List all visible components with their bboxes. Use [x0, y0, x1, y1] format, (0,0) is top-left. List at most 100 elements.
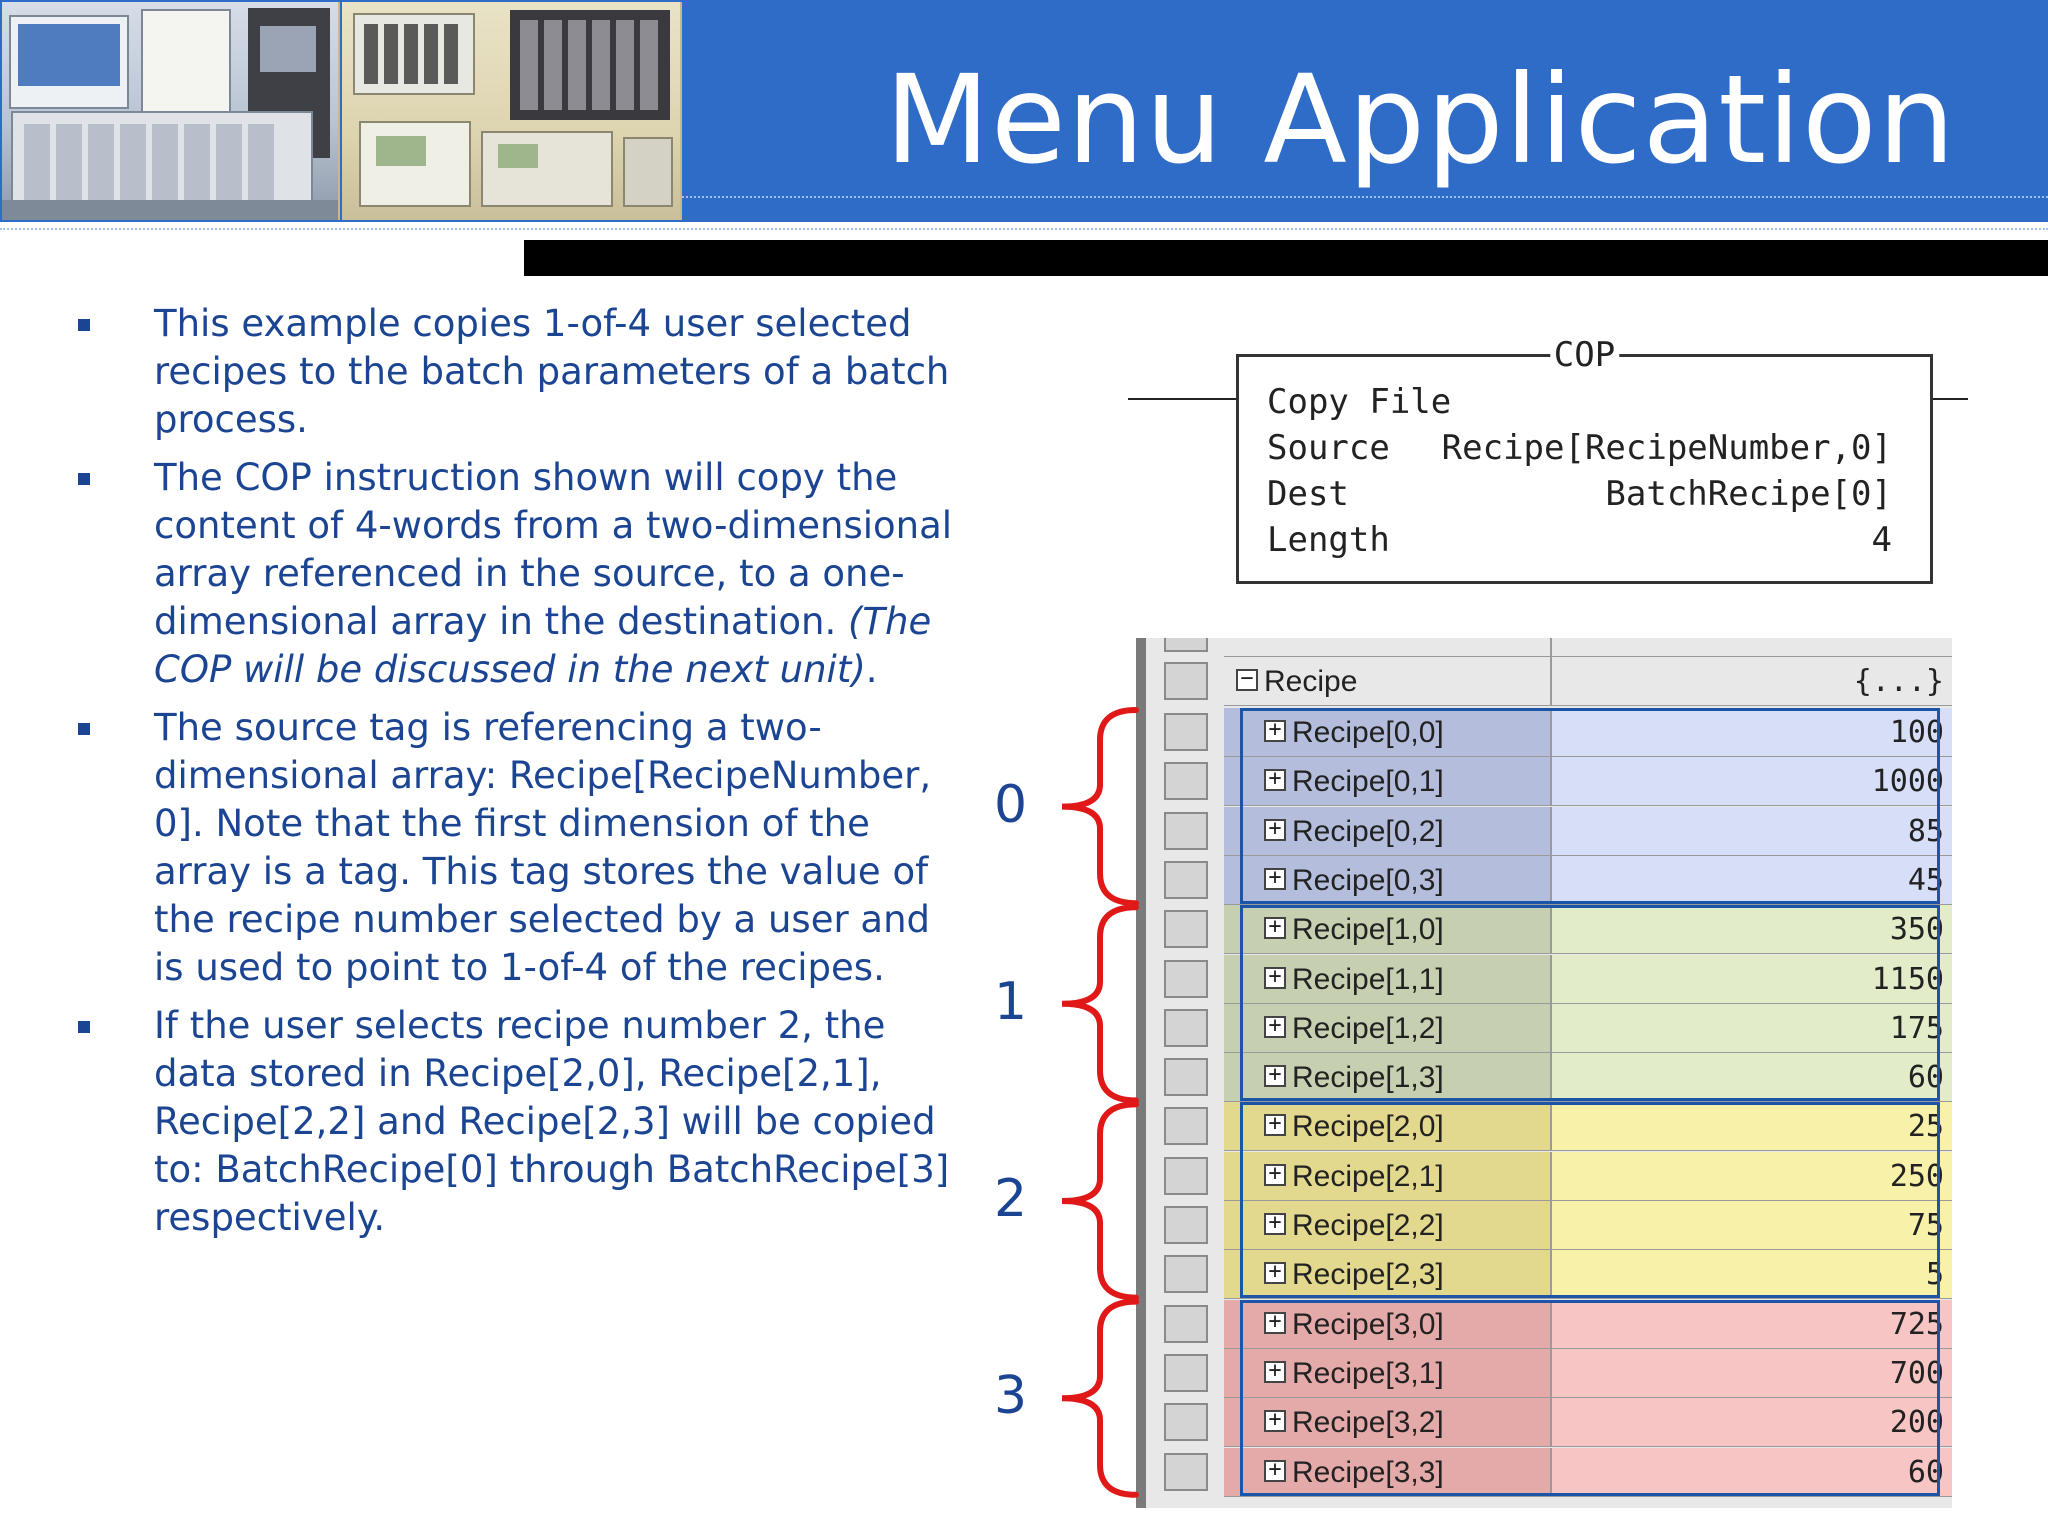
- expand-icon[interactable]: +: [1264, 1359, 1286, 1383]
- expand-icon[interactable]: +: [1264, 1113, 1286, 1137]
- expand-icon[interactable]: +: [1264, 965, 1286, 989]
- bullet-text: This example copies 1-of-4 user selected…: [154, 302, 950, 441]
- row-selector[interactable]: [1164, 1255, 1208, 1294]
- plc-modules-photo: [342, 2, 682, 220]
- header-black-bar: [524, 240, 2048, 276]
- tag-name: Recipe[2,2]: [1292, 1209, 1444, 1242]
- tag-value: 200: [1889, 1405, 1944, 1441]
- square-bullet-icon: [78, 723, 90, 735]
- row-selector[interactable]: [1164, 1058, 1208, 1097]
- table-row[interactable]: +Recipe[0,1]1000: [1224, 757, 1952, 807]
- table-row[interactable]: +Recipe[3,0]725: [1224, 1299, 1952, 1349]
- value-cell: 725: [1552, 1299, 1952, 1349]
- value-cell: 1150: [1552, 954, 1952, 1004]
- page-title: Menu Application: [884, 49, 1956, 191]
- table-row-recipe[interactable]: − Recipe {...}: [1224, 657, 1952, 706]
- expand-icon[interactable]: +: [1264, 768, 1286, 792]
- table-row[interactable]: +Recipe[1,1]1150: [1224, 954, 1952, 1004]
- table-row[interactable]: +Recipe[1,3]60: [1224, 1053, 1952, 1103]
- name-cell: +Recipe[1,3]: [1224, 1053, 1552, 1103]
- row-selector[interactable]: [1164, 1403, 1208, 1442]
- name-cell: +Recipe[3,2]: [1224, 1398, 1552, 1448]
- table-row[interactable]: +Recipe[2,3]5: [1224, 1250, 1952, 1300]
- expand-icon[interactable]: +: [1264, 1409, 1286, 1433]
- name-cell: +Recipe[0,3]: [1224, 855, 1552, 905]
- tag-value: 250: [1889, 1158, 1944, 1194]
- row-selector[interactable]: [1164, 1156, 1208, 1195]
- row-selector[interactable]: [1164, 662, 1208, 700]
- row-selector[interactable]: [1164, 910, 1208, 949]
- expand-icon[interactable]: +: [1264, 1014, 1286, 1038]
- tag-value: 175: [1889, 1010, 1944, 1046]
- table-row[interactable]: +Recipe[3,3]60: [1224, 1447, 1952, 1497]
- row-selector[interactable]: [1164, 860, 1208, 899]
- value-cell: 25: [1552, 1102, 1952, 1152]
- table-row-clipped: [1224, 638, 1952, 657]
- row-selector[interactable]: [1164, 1206, 1208, 1244]
- table-row[interactable]: +Recipe[2,0]25: [1224, 1102, 1952, 1152]
- name-cell: − Recipe: [1224, 657, 1552, 706]
- bullet-item: This example copies 1-of-4 user selected…: [70, 300, 970, 444]
- expand-icon[interactable]: +: [1264, 1064, 1286, 1088]
- row-selector[interactable]: [1164, 1008, 1208, 1047]
- expand-icon[interactable]: +: [1264, 719, 1286, 742]
- expand-icon[interactable]: +: [1264, 1162, 1286, 1186]
- plc-modules-illustration: [353, 10, 673, 207]
- value-cell: 250: [1552, 1151, 1952, 1201]
- row-selector[interactable]: [1164, 811, 1208, 850]
- row-selector[interactable]: [1164, 1353, 1208, 1392]
- expand-icon[interactable]: +: [1264, 817, 1286, 841]
- tag-name: Recipe[3,1]: [1292, 1356, 1444, 1390]
- table-gutter: [1136, 638, 1146, 1514]
- row-selector[interactable]: [1164, 1304, 1208, 1343]
- square-bullet-icon: [78, 319, 90, 331]
- tag-value: 45: [1907, 862, 1944, 898]
- table-row[interactable]: +Recipe[0,3] 45: [1224, 855, 1952, 905]
- curly-brace-icon: [1061, 1101, 1139, 1301]
- row-selector[interactable]: [1164, 713, 1208, 751]
- bullet-text: If the user selects recipe number 2, the…: [154, 1004, 950, 1239]
- value-cell: [1552, 638, 1952, 657]
- table-row[interactable]: +Recipe[1,0]350: [1224, 905, 1952, 955]
- expand-icon[interactable]: +: [1264, 1212, 1286, 1235]
- table-row[interactable]: +Recipe[3,2] 200: [1224, 1398, 1952, 1448]
- slide-header: Menu Application: [0, 0, 2048, 238]
- header-dotted-rule: [682, 196, 2048, 198]
- cop-instruction-block: COP Copy File Source Recipe[RecipeNumber…: [1128, 330, 1968, 600]
- row-selector[interactable]: [1164, 638, 1208, 652]
- tag-value: 25: [1907, 1109, 1944, 1145]
- row-selector[interactable]: [1164, 1107, 1208, 1146]
- table-row[interactable]: +Recipe[3,1]700: [1224, 1348, 1952, 1398]
- header-dotted-rule: [0, 228, 2048, 230]
- value-cell: 700: [1552, 1348, 1952, 1398]
- name-cell: + Recipe[2,2]: [1224, 1201, 1552, 1250]
- square-bullet-icon: [78, 473, 90, 485]
- expand-icon[interactable]: +: [1264, 1261, 1286, 1285]
- name-cell: +Recipe[3,1]: [1224, 1348, 1552, 1398]
- cop-row-dest: Dest BatchRecipe[0]: [1267, 471, 1892, 517]
- tag-name: Recipe[0,0]: [1292, 716, 1444, 749]
- table-row[interactable]: +Recipe[0,0]100: [1224, 708, 1952, 757]
- cop-label: Source: [1267, 428, 1390, 468]
- cop-row-source: Source Recipe[RecipeNumber,0]: [1267, 425, 1892, 471]
- row-selector[interactable]: [1164, 959, 1208, 998]
- table-row[interactable]: +Recipe[2,2]75: [1224, 1201, 1952, 1250]
- row-selector[interactable]: [1164, 1452, 1208, 1491]
- row-selector[interactable]: [1164, 762, 1208, 801]
- tag-name: Recipe[0,2]: [1292, 814, 1444, 848]
- cop-value: Recipe[RecipeNumber,0]: [1441, 428, 1892, 468]
- tag-value: 5: [1925, 1257, 1944, 1293]
- table-row[interactable]: +Recipe[0,2]85: [1224, 806, 1952, 856]
- expand-icon[interactable]: +: [1264, 916, 1286, 940]
- expand-icon[interactable]: +: [1264, 866, 1286, 890]
- expand-icon[interactable]: +: [1264, 1310, 1286, 1334]
- name-cell: +Recipe[0,2]: [1224, 806, 1552, 856]
- table-row[interactable]: +Recipe[2,1]250: [1224, 1151, 1952, 1201]
- value-cell: 45: [1552, 855, 1952, 905]
- tag-name: Recipe[1,0]: [1292, 913, 1444, 947]
- tag-name: Recipe[1,2]: [1292, 1011, 1444, 1045]
- expand-icon[interactable]: +: [1264, 1458, 1286, 1482]
- table-row[interactable]: +Recipe[1,2] 175: [1224, 1003, 1952, 1053]
- collapse-icon[interactable]: −: [1236, 668, 1258, 691]
- name-cell: +Recipe[1,1]: [1224, 954, 1552, 1004]
